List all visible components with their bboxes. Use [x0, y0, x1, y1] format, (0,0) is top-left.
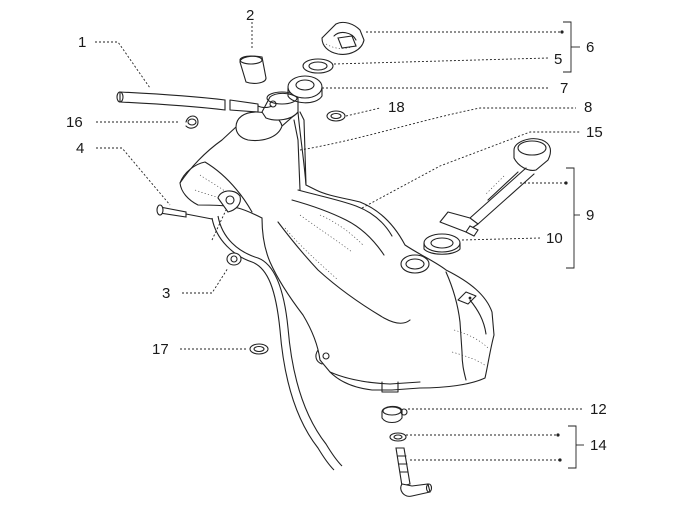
callout-4: 4 — [76, 140, 84, 157]
callout-12: 12 — [590, 401, 607, 418]
part-9-fuel-sender — [439, 138, 552, 237]
part-16-clip — [185, 115, 199, 129]
callout-7: 7 — [560, 80, 568, 97]
callout-14: 14 — [590, 437, 607, 454]
callout-10: 10 — [546, 230, 563, 247]
callout-17: 17 — [152, 341, 169, 358]
leader-lines — [95, 21, 584, 469]
callout-3: 3 — [162, 285, 170, 302]
callout-15: 15 — [586, 124, 603, 141]
callout-1: 1 — [78, 34, 86, 51]
part-17-clip — [249, 343, 269, 355]
part-6-cap — [321, 21, 365, 55]
callout-labels: 1 2 6 5 7 8 16 18 15 4 9 10 3 17 12 14 — [66, 7, 607, 454]
fuel-tank — [179, 110, 495, 393]
part-12-drain-nut — [381, 405, 408, 424]
callout-9: 9 — [586, 207, 594, 224]
callout-18: 18 — [388, 99, 405, 116]
part-1-hose — [116, 91, 273, 113]
part-10-gasket — [423, 233, 461, 255]
mount-bracket — [156, 190, 242, 266]
callout-6: 6 — [586, 39, 594, 56]
callout-8: 8 — [584, 99, 592, 116]
part-5-oring — [302, 58, 334, 74]
part-7-gasket — [287, 75, 323, 104]
part-18-clip — [326, 110, 346, 122]
part-2-sleeve — [239, 55, 267, 84]
part-14-drain-tap — [389, 432, 433, 497]
callout-2: 2 — [246, 7, 254, 24]
filler-neck-assembly — [235, 91, 307, 191]
callout-16: 16 — [66, 114, 83, 131]
callout-5: 5 — [554, 51, 562, 68]
